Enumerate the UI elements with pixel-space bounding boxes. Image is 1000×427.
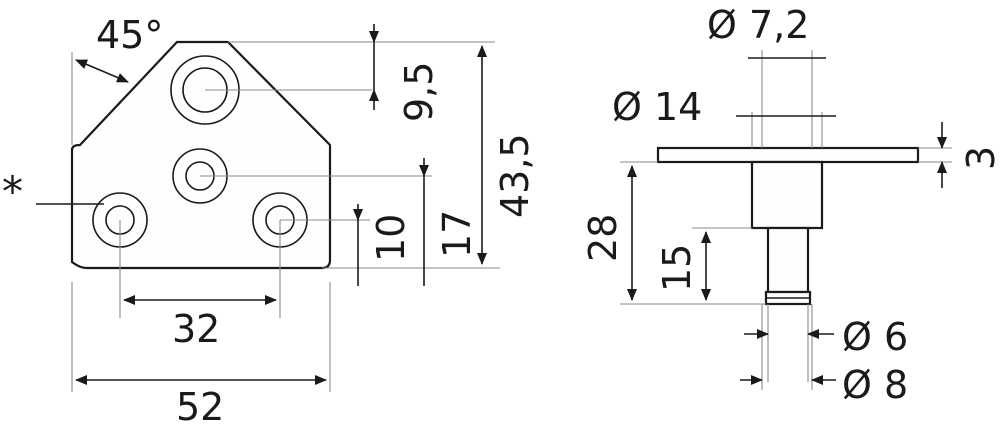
pin-body (750, 160, 824, 230)
asterisk-label: * (2, 167, 23, 216)
dim-9-5-label: 9,5 (397, 62, 441, 122)
dim-3-label: 3 (959, 146, 1000, 170)
dim-52-label: 52 (176, 385, 224, 427)
angle-label: 45° (96, 13, 163, 57)
dim-17-label: 17 (435, 210, 479, 258)
dim-ø6-label: Ø 6 (842, 315, 908, 359)
dim-ø8-label: Ø 8 (842, 363, 908, 407)
pin-shaft (766, 226, 810, 294)
dim-28-label: 28 (581, 214, 625, 262)
dim-ø7-2-label: Ø 7,2 (707, 3, 809, 47)
dim-ø14-label: Ø 14 (612, 85, 702, 129)
plate-outline (70, 40, 332, 270)
angle-arc (75, 59, 129, 83)
dim-32-label: 32 (172, 307, 220, 351)
dim-10-label: 10 (369, 214, 413, 262)
flange (656, 146, 920, 164)
side-view: Ø 7,2 Ø 14 3 28 15 Ø 6 Ø 8 (581, 3, 1000, 407)
dim-15-label: 15 (655, 244, 699, 292)
dim-43-5-label: 43,5 (493, 133, 537, 218)
plate-view: 45° * 9,5 43,5 17 10 32 52 (2, 13, 537, 427)
